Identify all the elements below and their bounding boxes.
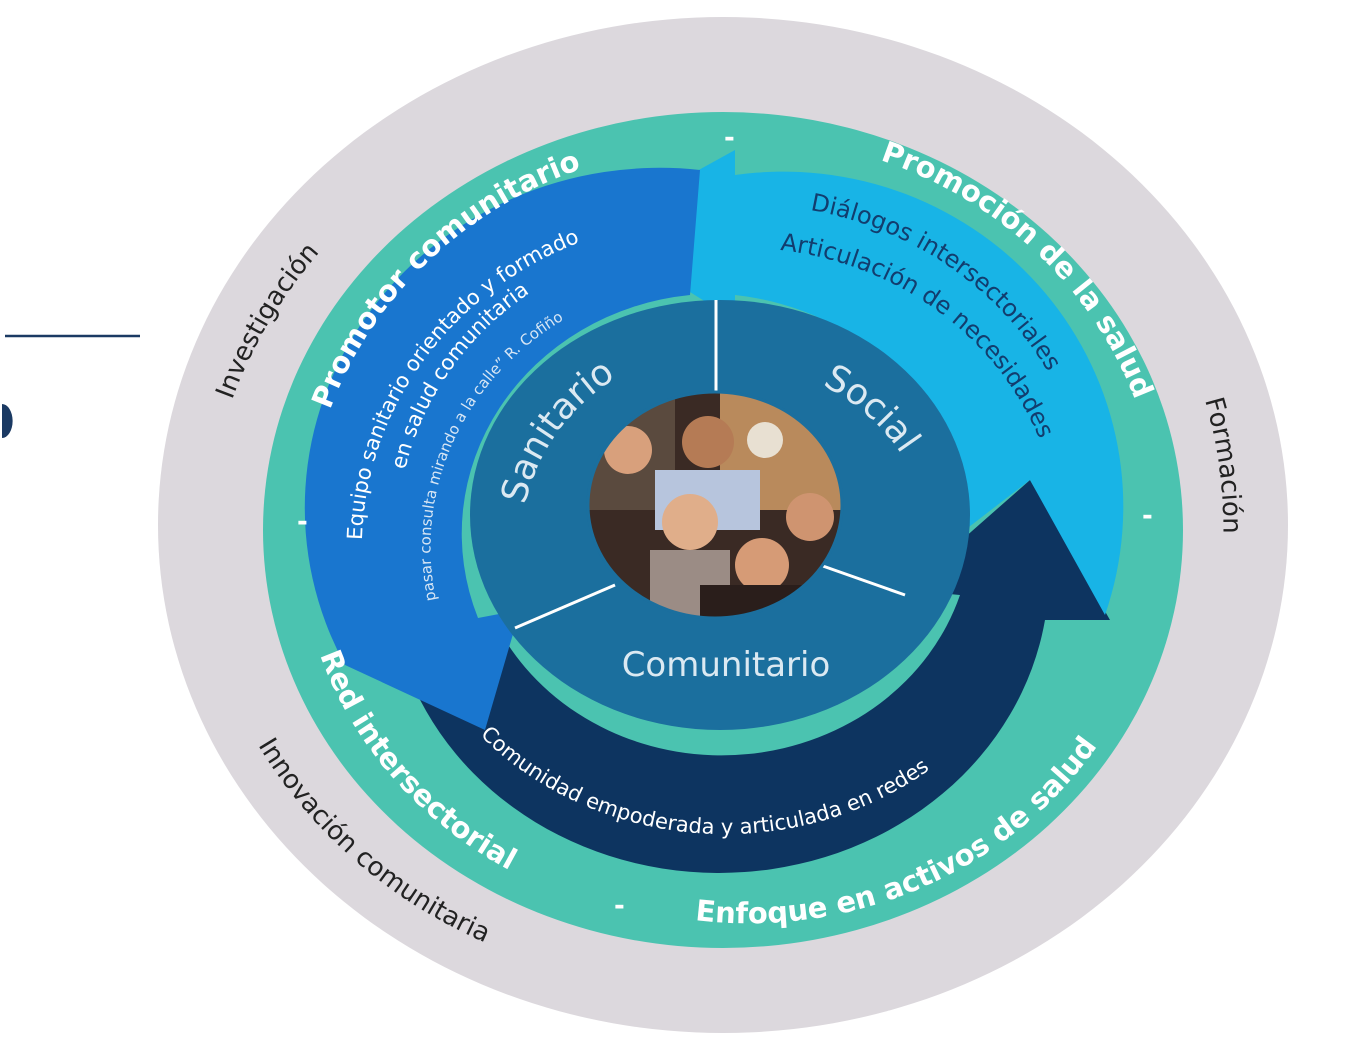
separator-dash-bottom: -	[614, 891, 625, 921]
separator-right	[819, 563, 906, 597]
label-core-comunitario: Comunitario	[622, 645, 831, 685]
separator-dash-left: -	[297, 507, 308, 537]
separator-dash-right: -	[1142, 501, 1153, 531]
left-edge-mark	[2, 404, 13, 438]
arrow-social	[590, 150, 1124, 615]
separator-left	[514, 583, 616, 630]
separator-dash-top: -	[724, 123, 735, 153]
arrow-sanitario	[304, 167, 700, 730]
